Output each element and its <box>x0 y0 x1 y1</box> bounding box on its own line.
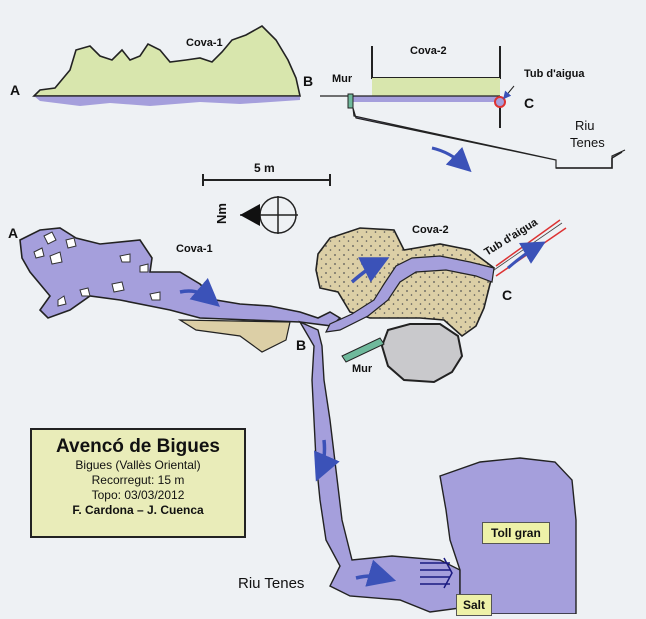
label-a-profile: A <box>10 82 20 98</box>
flow-arrow-cova2 <box>350 257 390 284</box>
scale-label: 5 m <box>254 161 275 175</box>
label-tub-profile: Tub d'aigua <box>524 68 585 80</box>
north-arrow-head-icon <box>240 204 260 226</box>
mur-plan <box>341 337 385 363</box>
mur-profile <box>347 93 354 109</box>
profile-flow-arrow <box>431 146 472 173</box>
north-label: Nm <box>214 203 229 224</box>
flow-arrow-river <box>355 559 397 587</box>
label-a-plan: A <box>8 225 18 241</box>
cova1-plan-water <box>19 227 342 327</box>
label-cova1-profile: Cova-1 <box>186 37 223 49</box>
flow-arrow-channel <box>314 439 340 482</box>
salt-lines <box>420 557 453 589</box>
cave-location: Bigues (Vallès Oriental) <box>75 458 201 472</box>
scale-bar: 5 m <box>202 161 331 186</box>
label-mur-plan: Mur <box>352 363 373 375</box>
cave-topo-date: Topo: 03/03/2012 <box>91 488 185 502</box>
label-riu: Riu <box>575 118 595 133</box>
salt-tag: Salt <box>456 594 493 616</box>
cova1-profile-water <box>34 96 300 106</box>
flow-arrow-cova1 <box>179 277 220 307</box>
cova1-profile-fill <box>32 25 301 97</box>
label-mur-profile: Mur <box>332 73 353 85</box>
cave-plan-view: A Cova-1 Cova-2 Tub d'aigua C B Mur Riu … <box>8 216 577 615</box>
rock-block-plan <box>380 323 464 384</box>
rock-blocks <box>33 231 161 307</box>
label-cova2-profile: Cova-2 <box>410 45 447 57</box>
cave-authors: F. Cardona – J. Cuenca <box>72 503 204 517</box>
label-b-plan: B <box>296 337 306 353</box>
label-tenes: Tenes <box>570 135 605 150</box>
label-cova2-plan: Cova-2 <box>412 224 449 236</box>
north-arrow: Nm <box>214 196 298 234</box>
label-cova1-plan: Cova-1 <box>176 243 213 255</box>
cave-title: Avencó de Bigues <box>55 436 220 457</box>
label-b-profile: B <box>303 73 313 89</box>
toll-gran-tag: Toll gran <box>482 522 550 544</box>
label-riu-tenes-plan: Riu Tenes <box>238 575 304 592</box>
label-c-profile: C <box>524 95 534 111</box>
cova2-plan-water <box>324 255 495 333</box>
label-c-plan: C <box>502 287 512 303</box>
cave-route: Recorregut: 15 m <box>91 473 185 487</box>
cave-profile-section: A Cova-1 B Mur Cova-2 Tub d'aigua C Riu … <box>10 25 626 173</box>
title-box: Avencó de Bigues Bigues (Vallès Oriental… <box>30 428 246 538</box>
profile-water-channel <box>352 107 626 169</box>
tub-profile-circle <box>494 96 506 108</box>
flow-arrow-pipe <box>507 241 546 270</box>
